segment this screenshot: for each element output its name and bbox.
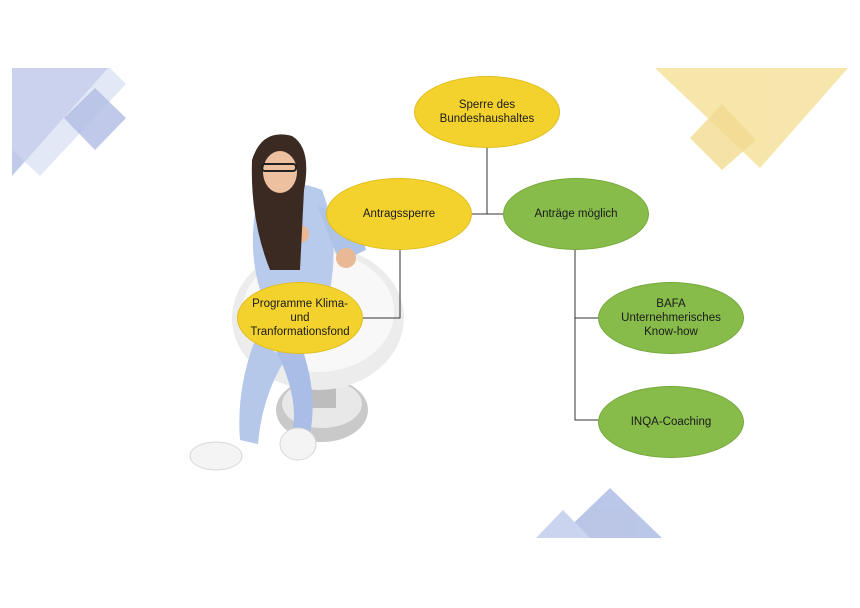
deco-blue-top-left: [12, 68, 126, 176]
connector-antraege-branch: [574, 250, 600, 421]
node-antraege-moeglich: Anträge möglich: [503, 178, 649, 250]
connector-antragssperre-klima: [360, 250, 401, 319]
node-sperre-bundeshaushalt: Sperre des Bundeshaushaltes: [414, 76, 560, 148]
deco-blue-bottom: [536, 488, 662, 538]
node-bafa-label: BAFA Unternehmerisches Know-how: [621, 298, 721, 338]
node-programme-klima: Programme Klima- und Tranformationsfond: [237, 282, 363, 354]
node-antraege-moeglich-label: Anträge möglich: [534, 208, 618, 220]
node-antragssperre-label: Antragssperre: [362, 208, 436, 220]
node-sperre-bundeshaushalt-label: Sperre des Bundeshaushaltes: [439, 99, 535, 125]
node-antragssperre: Antragssperre: [326, 178, 472, 250]
node-inqa-coaching-label: INQA-Coaching: [630, 416, 712, 428]
node-bafa: BAFA Unternehmerisches Know-how: [598, 282, 744, 354]
deco-yellow-top-right: [655, 68, 848, 170]
node-programme-klima-label: Programme Klima- und Tranformationsfond: [250, 298, 350, 338]
node-inqa-coaching: INQA-Coaching: [598, 386, 744, 458]
